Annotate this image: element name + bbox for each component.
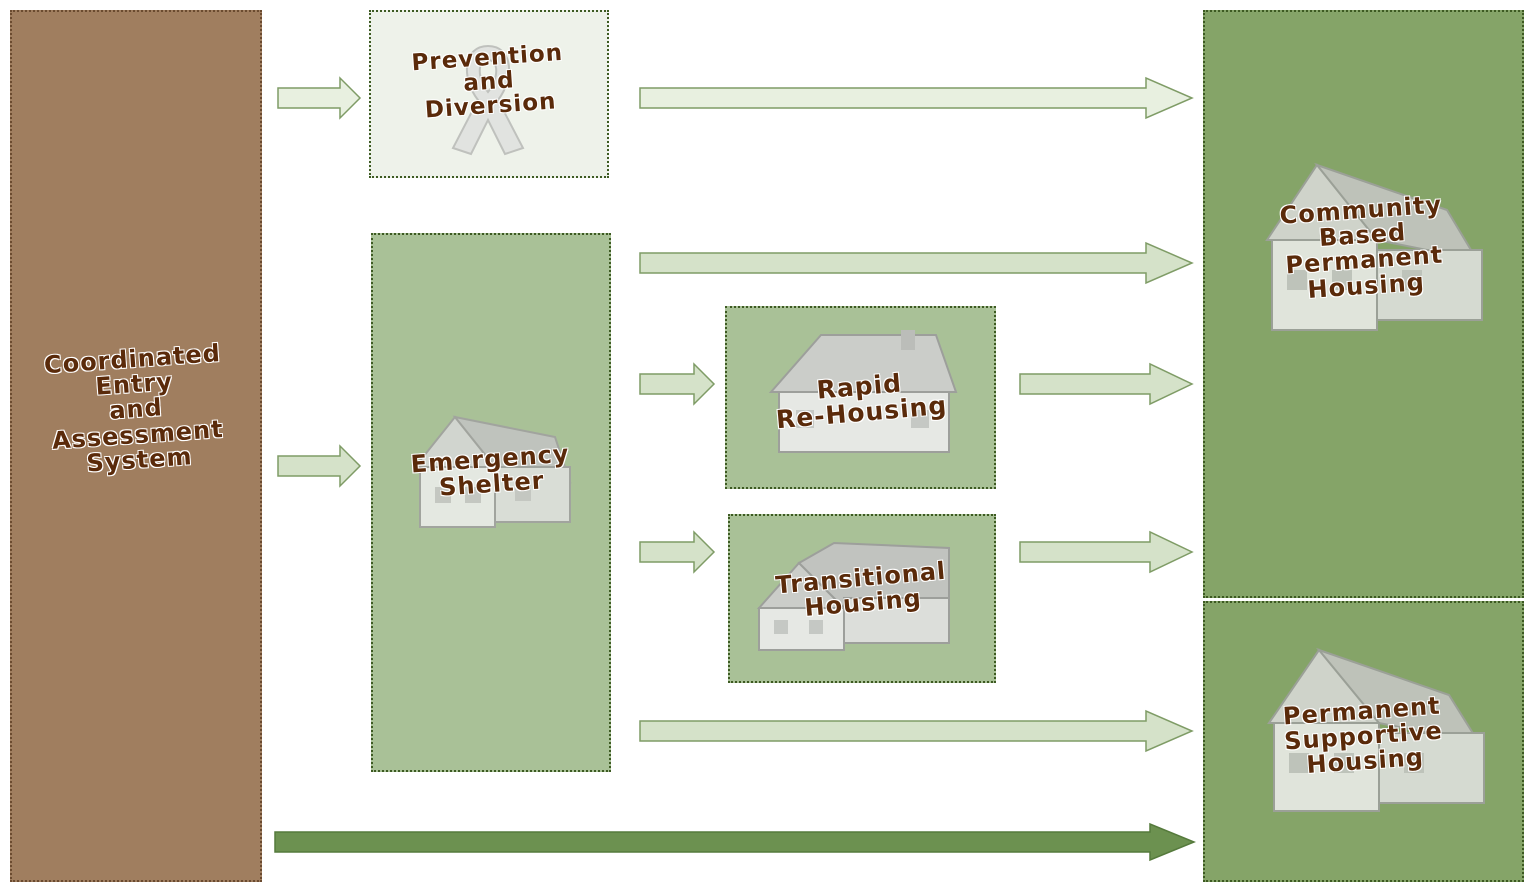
entry-box: Coordinated Entry and Assessment System [10,10,262,882]
arrow-entry-to-shelter [277,444,362,488]
supportive-box: Permanent Supportive Housing [1203,601,1524,882]
ribbon-icon [451,44,525,156]
shelter-box: Emergency Shelter [371,233,611,772]
arrow-shelter-to-community [639,241,1194,285]
house-icon [756,541,950,651]
house-icon [1267,647,1485,812]
arrow-entry-to-supportive [274,822,1196,862]
arrow-shelter-to-supportive [639,709,1194,753]
arrow-transitional-to-community [1019,530,1194,574]
arrow-rapid-to-community [1019,362,1194,406]
transitional-box: Transitional Housing [728,514,996,683]
arrow-shelter-to-rapid [639,362,716,406]
prevention-box: Prevention and Diversion [369,10,609,178]
house-icon [412,415,572,528]
arrow-shelter-to-transitional [639,530,716,574]
arrow-entry-to-prevention [277,76,362,120]
house-icon [1265,162,1483,331]
community-box: Community Based Permanent Housing [1203,10,1524,598]
house-icon [768,330,958,453]
rapid-box: Rapid Re-Housing [725,306,996,489]
arrow-prevention-to-community [639,76,1194,120]
